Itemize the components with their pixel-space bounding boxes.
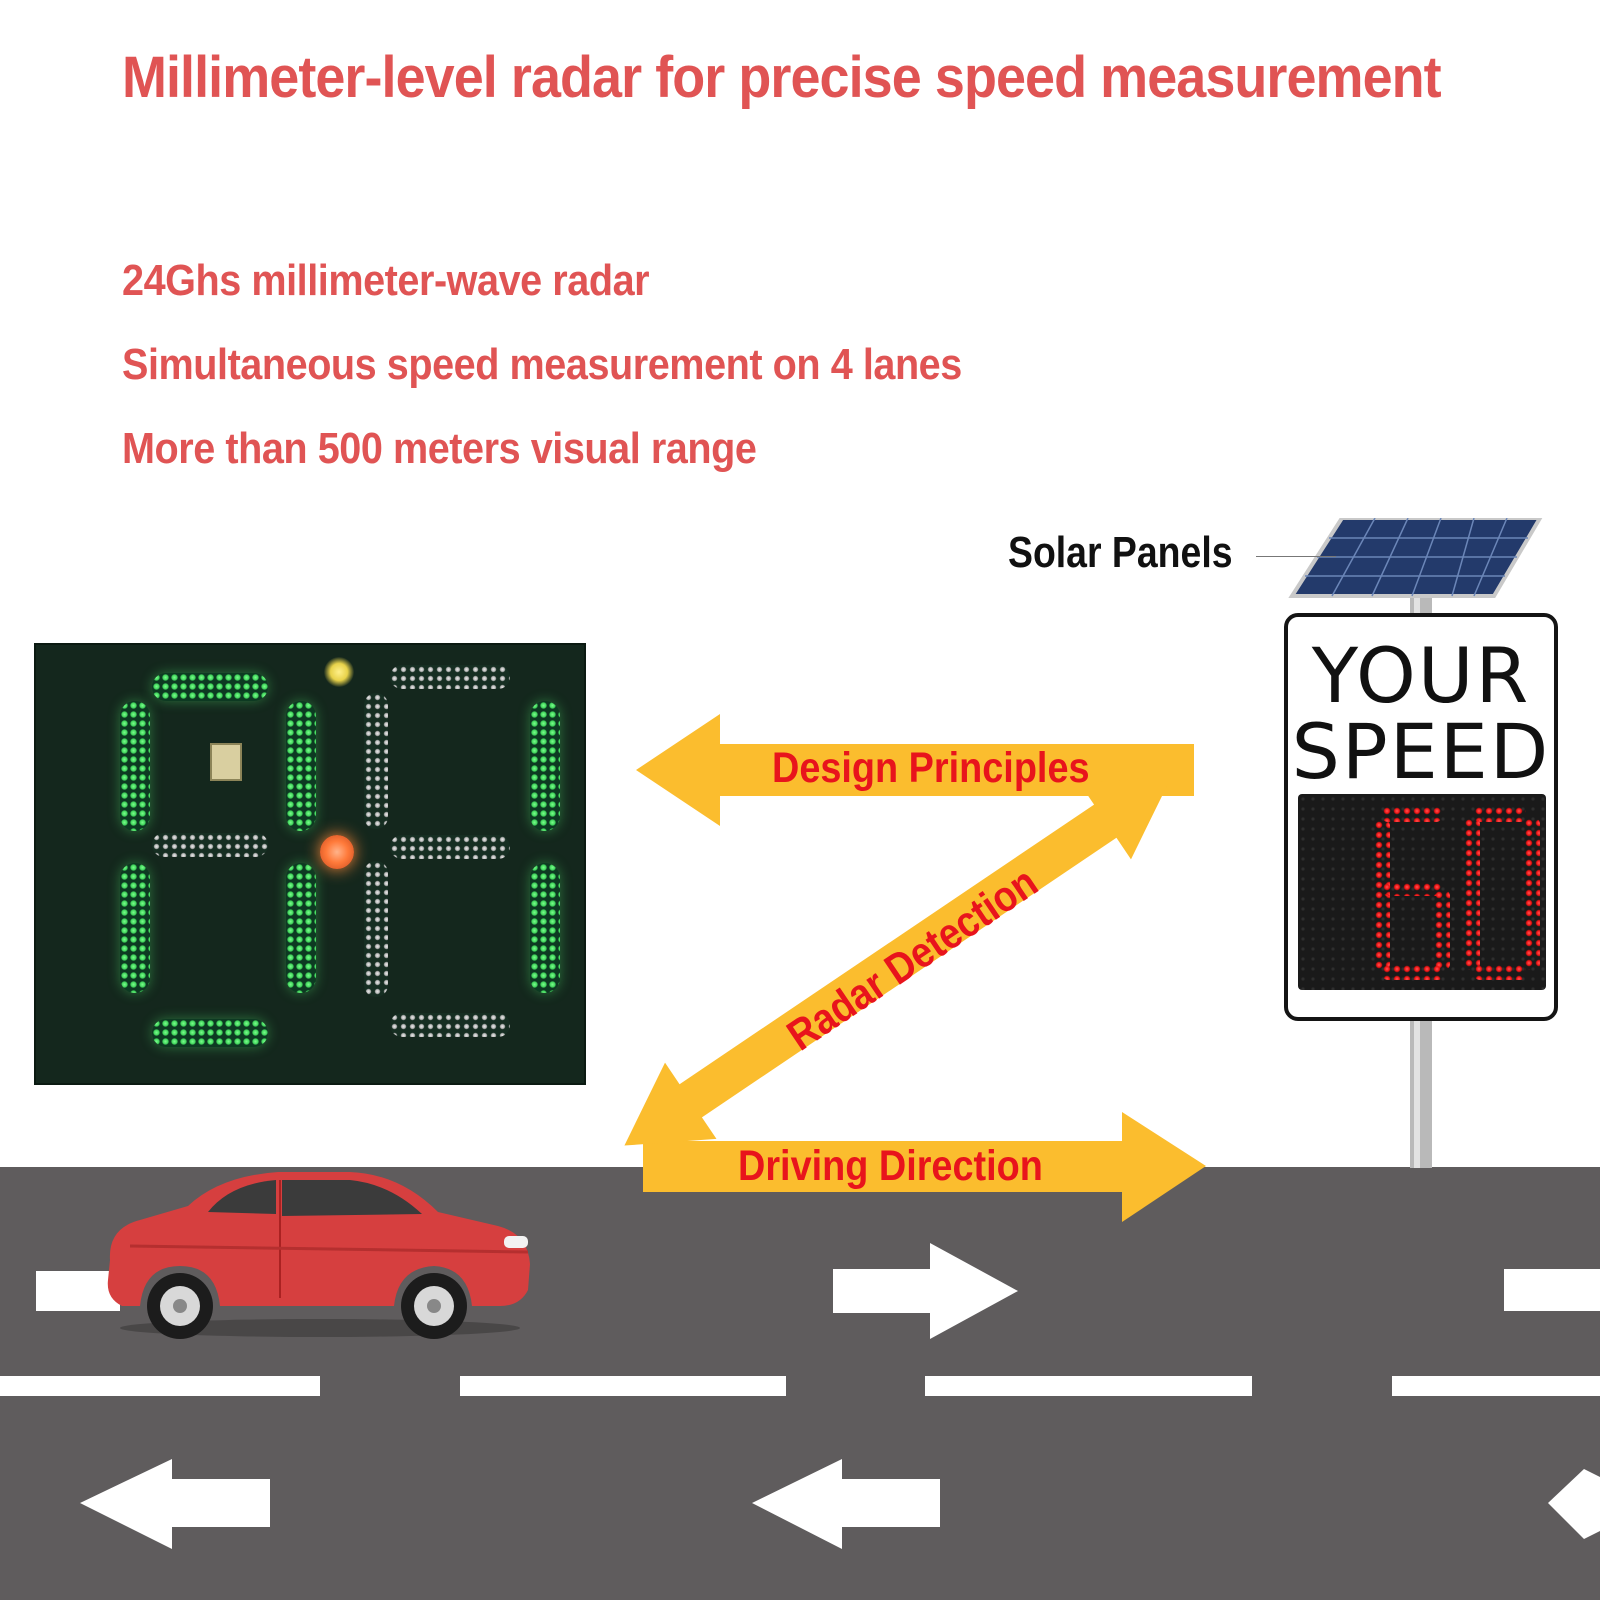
- sun-led-icon: [324, 657, 354, 687]
- speed-led-panel: 60: [1298, 794, 1546, 990]
- feature-visual-range: More than 500 meters visual range: [122, 424, 757, 473]
- feature-four-lanes: Simultaneous speed measurement on 4 lane…: [122, 340, 962, 389]
- lane-dash: [36, 1271, 120, 1311]
- sign-line-your: YOUR: [1311, 631, 1531, 720]
- orange-led-dot: [320, 835, 354, 869]
- led-display-board: [34, 643, 586, 1085]
- lane-arrows: [36, 1243, 1600, 1549]
- car: [107, 1172, 531, 1339]
- solar-label-leader: [1256, 556, 1336, 557]
- sign-line-speed: SPEED: [1291, 707, 1551, 796]
- lane-dash: [1504, 1269, 1600, 1311]
- speed-sign: YOUR SPEED 60: [1284, 613, 1558, 1021]
- driving-direction-label: Driving Direction: [738, 1142, 1043, 1190]
- headline: Millimeter-level radar for precise speed…: [122, 45, 1442, 110]
- feature-radar-band: 24Ghs millimeter-wave radar: [122, 256, 650, 305]
- design-principles-label: Design Principles: [772, 744, 1090, 792]
- speed-readout: 60: [1298, 794, 1299, 795]
- solar-panels-label: Solar Panels: [1008, 528, 1233, 577]
- right-arrow-icon: [833, 1243, 1018, 1339]
- lane-divider: [0, 1376, 1600, 1396]
- left-arrow-icon: [752, 1459, 940, 1549]
- radar-sensor: [210, 743, 242, 781]
- left-arrow-icon: [1548, 1469, 1600, 1539]
- left-arrow-icon: [80, 1459, 270, 1549]
- radar-detection-label: Radar Detection: [778, 858, 1047, 1061]
